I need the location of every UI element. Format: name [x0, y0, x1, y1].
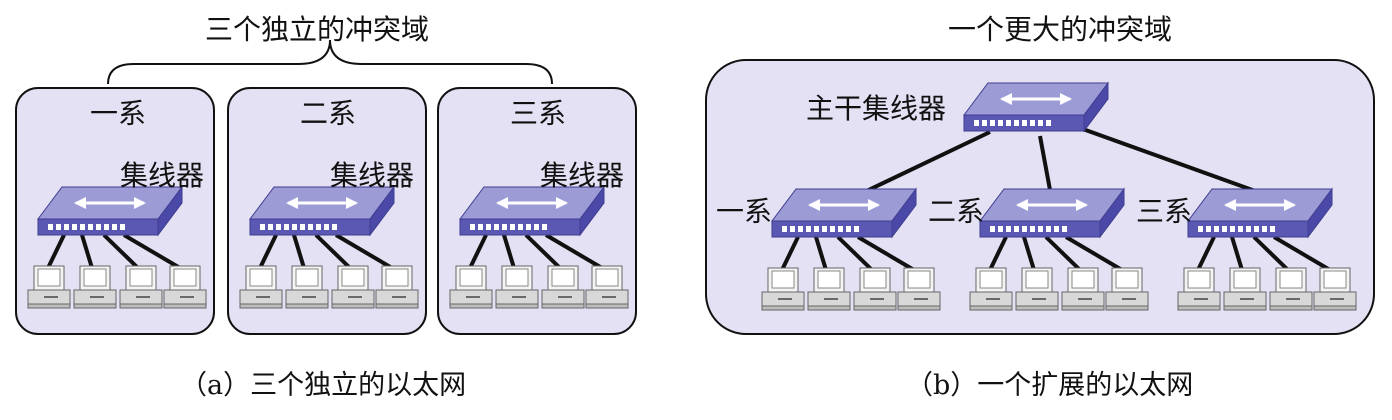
- backbone-hub-icon: [962, 81, 1110, 133]
- computer-icon: [239, 265, 283, 309]
- backbone-hub-label: 主干集线器: [806, 92, 947, 125]
- hub-label-2: 集线器: [330, 159, 415, 192]
- computer-icon: [1105, 267, 1149, 311]
- department-label-3: 三系: [510, 97, 567, 130]
- network-b3: [1177, 187, 1357, 311]
- hub-icon: [978, 187, 1126, 239]
- computer-icon: [897, 267, 941, 311]
- network-a1: [27, 185, 207, 309]
- computer-icon: [1015, 267, 1059, 311]
- hub-icon: [36, 185, 184, 237]
- panel-a-title: 三个独立的冲突域: [205, 13, 430, 46]
- panel-b-caption: （b）一个扩展的以太网: [906, 370, 1194, 401]
- department-label-b3: 三系: [1136, 195, 1193, 228]
- computer-icon: [969, 267, 1013, 311]
- computer-icon: [1269, 267, 1313, 311]
- computer-icon: [285, 265, 329, 309]
- department-label-b1: 一系: [716, 195, 773, 228]
- panel-b-title: 一个更大的冲突域: [948, 13, 1173, 46]
- department-label-1: 一系: [90, 97, 147, 130]
- computer-icon: [761, 267, 805, 311]
- computer-icon: [27, 265, 71, 309]
- hub-label-3: 集线器: [540, 159, 625, 192]
- computer-icon: [73, 265, 117, 309]
- network-b1: [761, 187, 941, 311]
- computer-icon: [119, 265, 163, 309]
- computer-icon: [495, 265, 539, 309]
- backbone-links: [855, 126, 1259, 198]
- computer-icon: [331, 265, 375, 309]
- hub-icon: [248, 185, 396, 237]
- hub-icon: [458, 185, 606, 237]
- network-b2: [969, 187, 1149, 311]
- network-a3: [449, 185, 629, 309]
- computer-icon: [541, 265, 585, 309]
- department-label-b2: 二系: [928, 195, 985, 228]
- computer-icon: [163, 265, 207, 309]
- computer-icon: [449, 265, 493, 309]
- computer-icon: [585, 265, 629, 309]
- department-label-2: 二系: [300, 97, 357, 130]
- computer-icon: [853, 267, 897, 311]
- network-a2: [239, 185, 419, 309]
- hub-icon: [770, 187, 918, 239]
- hub-icon: [1186, 187, 1334, 239]
- computer-icon: [1313, 267, 1357, 311]
- computer-icon: [807, 267, 851, 311]
- panel-a-caption: （a）三个独立的以太网: [180, 370, 467, 401]
- domain-brace: [107, 39, 553, 85]
- computer-icon: [1061, 267, 1105, 311]
- computer-icon: [1223, 267, 1267, 311]
- hub-label-1: 集线器: [120, 159, 205, 192]
- computer-icon: [1177, 267, 1221, 311]
- computer-icon: [375, 265, 419, 309]
